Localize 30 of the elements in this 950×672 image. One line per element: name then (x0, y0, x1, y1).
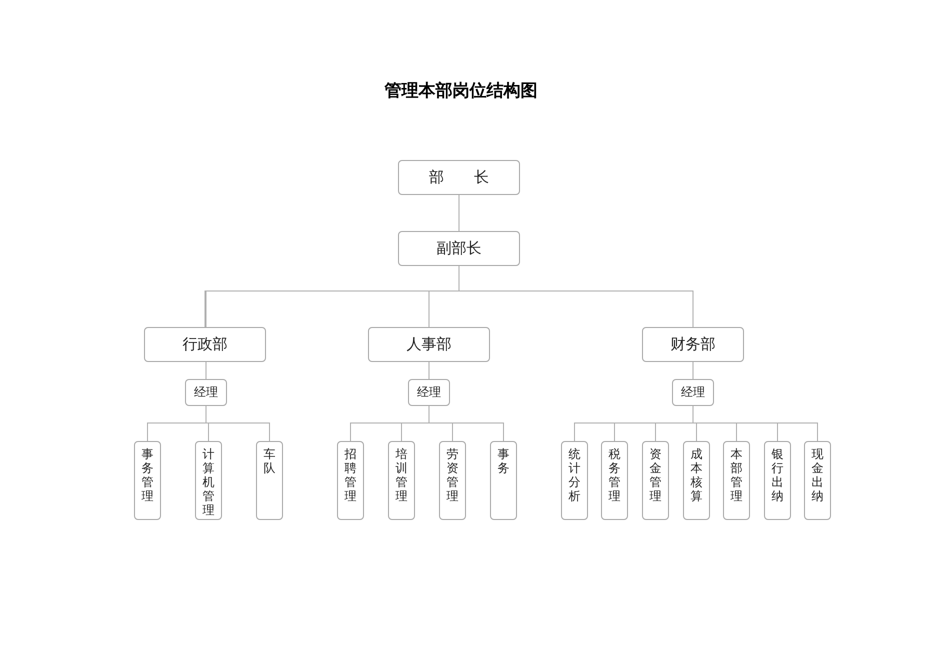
position-box: 事务管理 (134, 441, 161, 520)
position-box: 现金出纳 (804, 441, 831, 520)
connector-line (428, 362, 430, 380)
connector-line (428, 406, 504, 442)
position-box: 银行出纳 (764, 441, 791, 520)
title: 管理本部岗位结构图 (384, 80, 538, 102)
position-box: 培训管理 (388, 441, 415, 520)
position-box: 事务 (490, 441, 517, 520)
connector-line (692, 406, 818, 442)
connector-line (206, 406, 270, 442)
position-box: 本部管理 (723, 441, 750, 520)
position-box: 资金管理 (642, 441, 669, 520)
connector-line (458, 194, 460, 232)
department-box: 副部长 (398, 231, 520, 266)
position-box: 车队 (256, 441, 283, 520)
position-box: 劳资管理 (439, 441, 466, 520)
connector-line (458, 266, 694, 328)
position-box: 税务管理 (601, 441, 628, 520)
position-box: 成本核算 (683, 441, 710, 520)
department-box: 财务部 (642, 327, 744, 362)
position-box: 招聘管理 (337, 441, 364, 520)
manager-box: 经理 (408, 379, 450, 406)
connector-line (692, 362, 694, 380)
department-box: 行政部 (144, 327, 266, 362)
position-box: 统计分析 (561, 441, 588, 520)
manager-box: 经理 (185, 379, 227, 406)
department-box: 部 长 (398, 160, 520, 195)
department-box: 人事部 (368, 327, 490, 362)
position-box: 计算机管理 (195, 441, 222, 520)
manager-box: 经理 (672, 379, 714, 406)
